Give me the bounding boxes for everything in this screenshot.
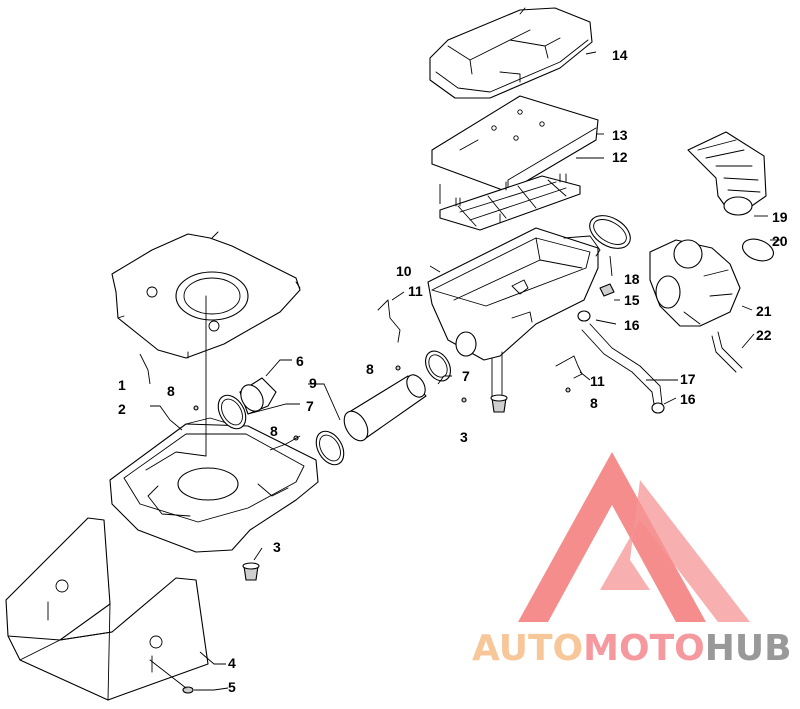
callout-3-right: 3: [460, 429, 468, 445]
callout-20: 20: [772, 233, 788, 249]
callout-labels: 1 2 3 3 4 5 6 7 7 8 8 8 8 8 9 10 11 11 1…: [118, 47, 788, 695]
part-16-clamp-upper: [577, 310, 591, 322]
callout-19: 19: [772, 209, 788, 225]
leader-lines: [139, 51, 782, 691]
part-14-cover: [429, 7, 593, 99]
part-12-filter-grid: [439, 173, 581, 231]
part-5-screw: [149, 659, 194, 694]
callout-18: 18: [624, 271, 640, 287]
watermark-triangle: [518, 452, 706, 622]
callout-8-c: 8: [366, 361, 374, 377]
callout-12: 12: [612, 149, 628, 165]
part-21-carburetor: [649, 239, 741, 327]
callout-11-b: 11: [590, 373, 605, 389]
callout-2: 2: [118, 401, 126, 417]
callout-3-left: 3: [273, 539, 281, 555]
callout-7-left: 7: [306, 398, 314, 414]
part-8-screws: [193, 365, 571, 441]
watermark-text-hub: HUB: [705, 628, 792, 669]
callout-21: 21: [756, 303, 772, 319]
watermark-text-moto: MOTO: [583, 628, 705, 669]
part-3-grommet-right: [490, 394, 508, 413]
callout-5: 5: [228, 679, 236, 695]
callout-16-b: 16: [680, 391, 696, 407]
callout-22: 22: [756, 327, 772, 343]
part-7-clamp-left: [217, 394, 247, 430]
callout-11-a: 11: [408, 283, 423, 299]
callout-16-a: 16: [624, 317, 640, 333]
part-9-intake-tube: [343, 374, 427, 442]
callout-13: 13: [612, 127, 628, 143]
part-6-collar: [239, 377, 277, 415]
part-2-lower-base: [109, 295, 319, 553]
part-22-hose: [711, 331, 743, 373]
watermark-logo: AUTOMOTOHUB: [472, 452, 792, 669]
watermark-triangle-inner: [600, 480, 750, 622]
part-20-clamp: [742, 238, 774, 262]
part-16-clamp-lower: [651, 402, 665, 414]
callout-17: 17: [680, 371, 696, 387]
callout-15: 15: [624, 292, 640, 308]
watermark-text-auto: AUTO: [472, 628, 583, 669]
callout-8-a: 8: [167, 383, 175, 399]
callout-10: 10: [396, 263, 412, 279]
part-7-clamp-lower: [315, 430, 345, 466]
callout-8-b: 8: [270, 423, 278, 439]
part-15-fitting: [599, 283, 615, 297]
part-18-clamp-band: [589, 215, 631, 249]
callout-6: 6: [296, 353, 304, 369]
part-19-intake-boot: [687, 131, 767, 216]
callout-9: 9: [309, 375, 317, 391]
part-3-grommet-left: [242, 562, 260, 581]
callout-8-e: 8: [590, 395, 598, 411]
callout-1: 1: [118, 377, 126, 393]
part-10-air-box: [427, 227, 601, 399]
part-11-bracket-right: [555, 355, 583, 379]
part-11-bracket-left: [377, 299, 401, 343]
part-4-skid-plate: [5, 517, 209, 701]
part-17-vent-hose: [581, 323, 663, 405]
callout-4: 4: [228, 655, 236, 671]
part-7-clamp-right: [425, 350, 451, 382]
callout-14: 14: [612, 47, 628, 63]
part-13-filter-cover: [431, 95, 599, 193]
callout-7-right: 7: [462, 368, 470, 384]
svg-text:AUTOMOTOHUB: AUTOMOTOHUB: [472, 628, 792, 669]
